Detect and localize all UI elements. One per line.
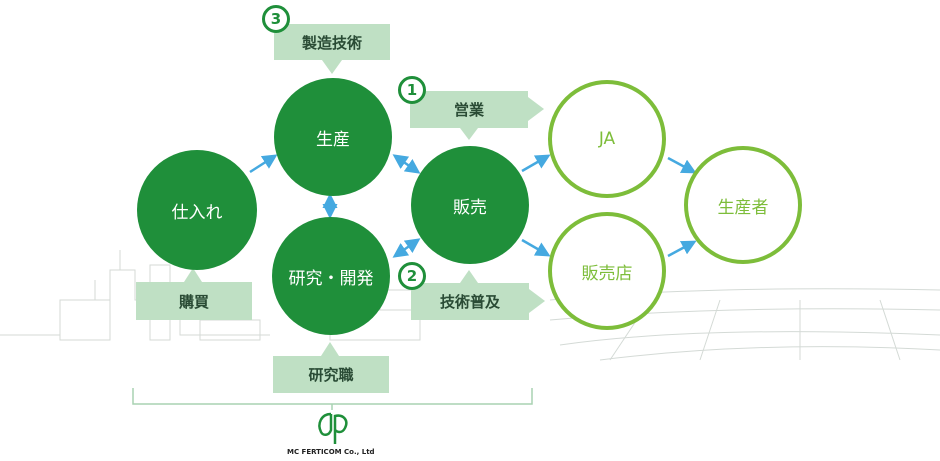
pointer-manufacturing-tech <box>322 60 342 74</box>
arrow-ja-to-producer <box>667 156 697 174</box>
node-producer-label: 生産者 <box>717 197 769 218</box>
node-retailer-label: 販売店 <box>581 263 633 284</box>
box-procurement: 購買 <box>136 282 252 320</box>
pointer-tech-extension-right <box>529 289 545 313</box>
company-logo-icon <box>318 412 348 444</box>
node-production: 生産 <box>274 78 392 196</box>
pointer-tech-extension-up <box>460 270 478 283</box>
arrow-retailer-to-producer <box>667 240 697 258</box>
node-research: 研究・開発 <box>272 217 390 335</box>
badge-one: 1 <box>398 76 426 104</box>
node-ja-label: JA <box>598 129 616 149</box>
node-purchasing: 仕入れ <box>137 150 257 270</box>
node-purchasing-label: 仕入れ <box>171 202 223 223</box>
node-retailer: 販売店 <box>548 212 666 330</box>
arrow-production-sales <box>392 154 421 174</box>
box-manufacturing-tech: 製造技術 <box>274 24 390 60</box>
node-research-label: 研究・開発 <box>288 268 374 289</box>
node-production-label: 生産 <box>316 129 350 150</box>
badge-two: 2 <box>398 262 426 290</box>
node-sales-label: 販売 <box>453 197 487 218</box>
arrow-purchasing-to-production <box>249 154 278 174</box>
pointer-researcher <box>321 342 339 356</box>
badge-three: 3 <box>262 5 290 33</box>
arrow-sales-to-ja <box>521 154 551 173</box>
arrow-sales-to-retailer <box>521 238 551 257</box>
pointer-sales-business-right <box>528 97 544 121</box>
box-tech-extension: 技術普及 <box>411 283 529 320</box>
node-ja: JA <box>548 80 666 198</box>
company-name: MC FERTICOM Co., Ltd <box>287 448 375 456</box>
arrow-research-sales <box>392 238 421 258</box>
pointer-sales-business-down <box>460 128 478 140</box>
node-producer: 生産者 <box>684 146 802 264</box>
pointer-procurement <box>184 268 202 282</box>
node-sales: 販売 <box>411 146 529 264</box>
box-sales-business: 営業 <box>410 91 528 128</box>
box-researcher: 研究職 <box>273 356 389 393</box>
